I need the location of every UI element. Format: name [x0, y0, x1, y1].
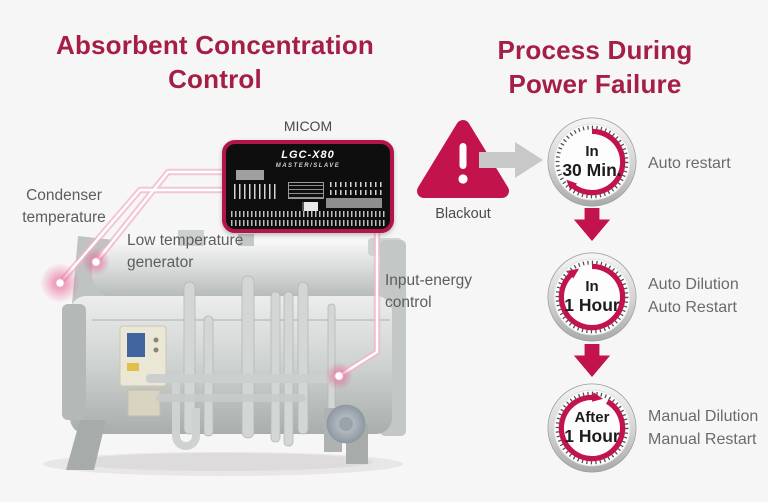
- controller-model-text: LGC-X80: [281, 149, 335, 161]
- callout-condenser-temperature: Condenser temperature: [22, 187, 106, 226]
- panel-dip-switch: [288, 182, 324, 199]
- stopwatch-icon: In 30 Min.: [546, 116, 638, 208]
- title-line: Absorbent Concentration: [55, 30, 375, 60]
- panel-pin-row: [234, 184, 278, 199]
- panel-label-plate: [236, 170, 264, 180]
- down-arrow-icon: [573, 344, 611, 377]
- clock-time-text: In 30 Min.: [562, 143, 622, 180]
- chiller-machine-image: [43, 230, 406, 476]
- stopwatch-icon: After 1 Hour: [546, 382, 638, 474]
- callout-low-temperature-generator: Low temperature generator: [127, 232, 244, 271]
- panel-relay-block: [326, 198, 382, 208]
- panel-pin-row: [330, 182, 382, 187]
- panel-terminal-row: [231, 211, 385, 217]
- stopwatch-icon: In 1 Hour: [546, 251, 638, 343]
- title-line: Control: [168, 64, 262, 94]
- clock-time-text: In 1 Hour: [564, 278, 620, 315]
- micom-controller-panel: LGC-X80 MASTER/SLAVE: [222, 140, 394, 233]
- step-result-auto-restart: Auto restart: [648, 155, 731, 172]
- panel-pin-row: [330, 190, 382, 195]
- step-result-auto-dilution-restart: Auto Dilution Auto Restart: [648, 276, 739, 316]
- right-arrow-icon: [479, 142, 543, 178]
- title-line: Process During: [497, 35, 693, 65]
- step-result-manual-dilution-restart: Manual Dilution Manual Restart: [648, 408, 759, 448]
- controller-variant-text: MASTER/SLAVE: [275, 163, 341, 169]
- title-line: Power Failure: [508, 69, 682, 99]
- callout-input-energy-control: Input-energy control: [385, 272, 473, 311]
- clock-time-text: After 1 Hour: [564, 409, 620, 446]
- title-process-during-power-failure: Process During Power Failure: [465, 33, 725, 101]
- title-absorbent-concentration-control: Absorbent Concentration Control: [25, 28, 405, 96]
- down-arrow-icon: [573, 208, 611, 241]
- blackout-label: Blackout: [435, 206, 491, 222]
- micom-label: MICOM: [283, 118, 333, 134]
- panel-terminal-row: [231, 220, 385, 226]
- panel-display-block: [302, 202, 318, 211]
